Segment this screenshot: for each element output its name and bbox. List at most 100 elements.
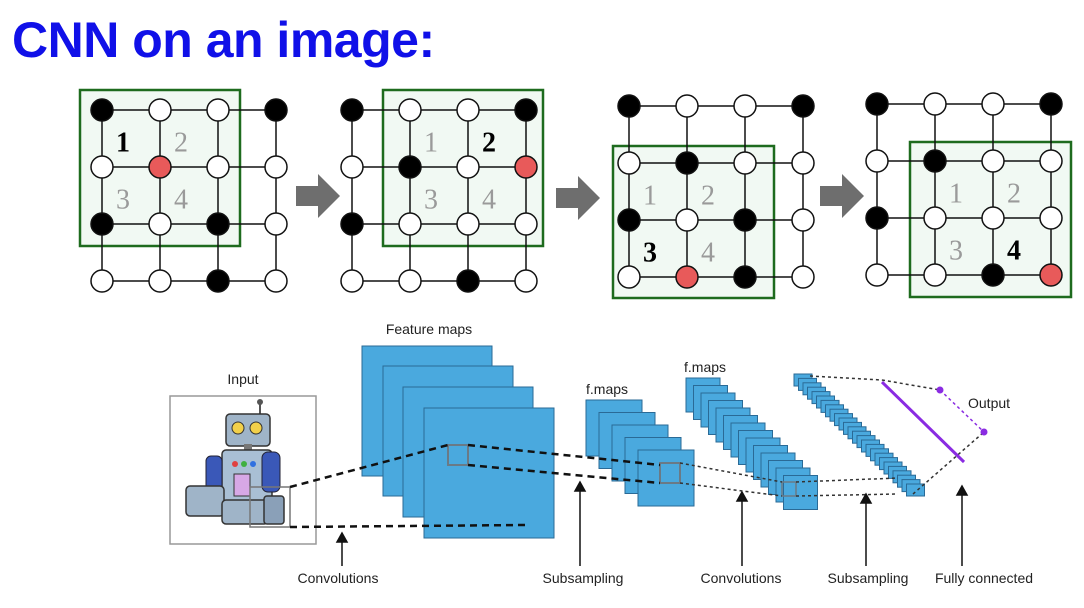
grid-node-filled xyxy=(514,98,538,122)
cell-label: 4 xyxy=(1007,235,1021,266)
grid-node xyxy=(148,269,172,293)
cell-label: 4 xyxy=(174,184,188,215)
grid-node xyxy=(865,263,889,287)
grid-node xyxy=(398,212,422,236)
cell-label: 3 xyxy=(116,184,130,215)
fmaps-label-1: f.maps xyxy=(586,381,628,397)
grid-node-filled xyxy=(206,212,230,236)
cell-label: 2 xyxy=(482,127,496,158)
stage-label-convolutions: Convolutions xyxy=(298,570,379,586)
grid-node xyxy=(733,151,757,175)
subsampled-maps-stack xyxy=(585,399,695,507)
cell-label: 1 xyxy=(116,127,130,158)
grid-node xyxy=(791,208,815,232)
grid-node xyxy=(264,212,288,236)
input-label: Input xyxy=(227,371,258,387)
grid-node xyxy=(617,151,641,175)
grid-node xyxy=(148,212,172,236)
grid-node xyxy=(733,94,757,118)
grid-node xyxy=(456,98,480,122)
input-image xyxy=(169,395,317,545)
grid-node-filled xyxy=(675,151,699,175)
grid-node xyxy=(791,151,815,175)
step-arrow xyxy=(556,176,600,220)
grid-node-filled xyxy=(398,155,422,179)
grid-node-filled xyxy=(264,98,288,122)
grid-node xyxy=(90,155,114,179)
grid-node xyxy=(791,265,815,289)
grid-node-filled xyxy=(1039,92,1063,116)
stage-label-subsampling: Subsampling xyxy=(543,570,624,586)
grid-node-filled xyxy=(617,208,641,232)
receptive-field-lines xyxy=(289,375,985,529)
step-arrow xyxy=(820,174,864,218)
grid-node-filled xyxy=(733,208,757,232)
grid-node xyxy=(923,92,947,116)
grid-node-filled xyxy=(981,263,1005,287)
feature-map xyxy=(906,483,925,497)
grid-node xyxy=(923,263,947,287)
grid-node xyxy=(981,206,1005,230)
grid-node xyxy=(617,265,641,289)
grid-node xyxy=(514,212,538,236)
grid-node xyxy=(264,269,288,293)
stage-arrows xyxy=(335,480,969,566)
cell-label: 3 xyxy=(643,237,657,268)
grid-node xyxy=(340,269,364,293)
grid-node xyxy=(264,155,288,179)
grid-node xyxy=(206,98,230,122)
cell-label: 1 xyxy=(643,180,657,211)
stage-label-subsampling-2: Subsampling xyxy=(828,570,909,586)
grid-node xyxy=(340,155,364,179)
grid-node xyxy=(675,94,699,118)
grid-node xyxy=(923,206,947,230)
step-arrows xyxy=(296,174,864,220)
slide-title: CNN on an image: xyxy=(12,12,435,68)
grid-node-filled xyxy=(90,98,114,122)
grid-node xyxy=(148,98,172,122)
grid-node-active xyxy=(675,265,699,289)
grid-node xyxy=(398,269,422,293)
grid-node-filled xyxy=(923,149,947,173)
conv2-maps-stack xyxy=(685,377,818,510)
grid-node-filled xyxy=(340,98,364,122)
grid-node-filled xyxy=(456,269,480,293)
cell-label: 4 xyxy=(701,237,715,268)
output-node xyxy=(980,428,988,436)
grid-node xyxy=(90,269,114,293)
cell-label: 2 xyxy=(1007,178,1021,209)
grid-node xyxy=(456,155,480,179)
grid-step-4: 1 2 3 4 xyxy=(865,92,1073,299)
output-node xyxy=(936,386,944,394)
feature-map xyxy=(423,407,555,539)
grid-node-active xyxy=(514,155,538,179)
feature-maps-stack xyxy=(361,345,555,539)
grid-node xyxy=(865,149,889,173)
grid-node-filled xyxy=(791,94,815,118)
grid-node-filled xyxy=(865,206,889,230)
cell-label: 3 xyxy=(424,184,438,215)
cell-label: 1 xyxy=(949,178,963,209)
grid-node-filled xyxy=(617,94,641,118)
fmaps-label-2: f.maps xyxy=(684,359,726,375)
grid-node-active xyxy=(1039,263,1063,287)
subsampling2-maps-stack xyxy=(793,373,925,497)
grid-node xyxy=(206,155,230,179)
grid-node xyxy=(514,269,538,293)
cell-label: 3 xyxy=(949,235,963,266)
grid-node xyxy=(981,92,1005,116)
grid-node xyxy=(981,149,1005,173)
fully-connected-layer xyxy=(880,380,988,464)
stage-label-convolutions-2: Convolutions xyxy=(701,570,782,586)
grid-node-filled xyxy=(733,265,757,289)
grid-node-filled xyxy=(340,212,364,236)
grid-node-filled xyxy=(90,212,114,236)
grid-node-filled xyxy=(865,92,889,116)
output-label: Output xyxy=(968,395,1010,411)
feature-map xyxy=(637,449,695,507)
feature-maps-label: Feature maps xyxy=(386,321,472,337)
